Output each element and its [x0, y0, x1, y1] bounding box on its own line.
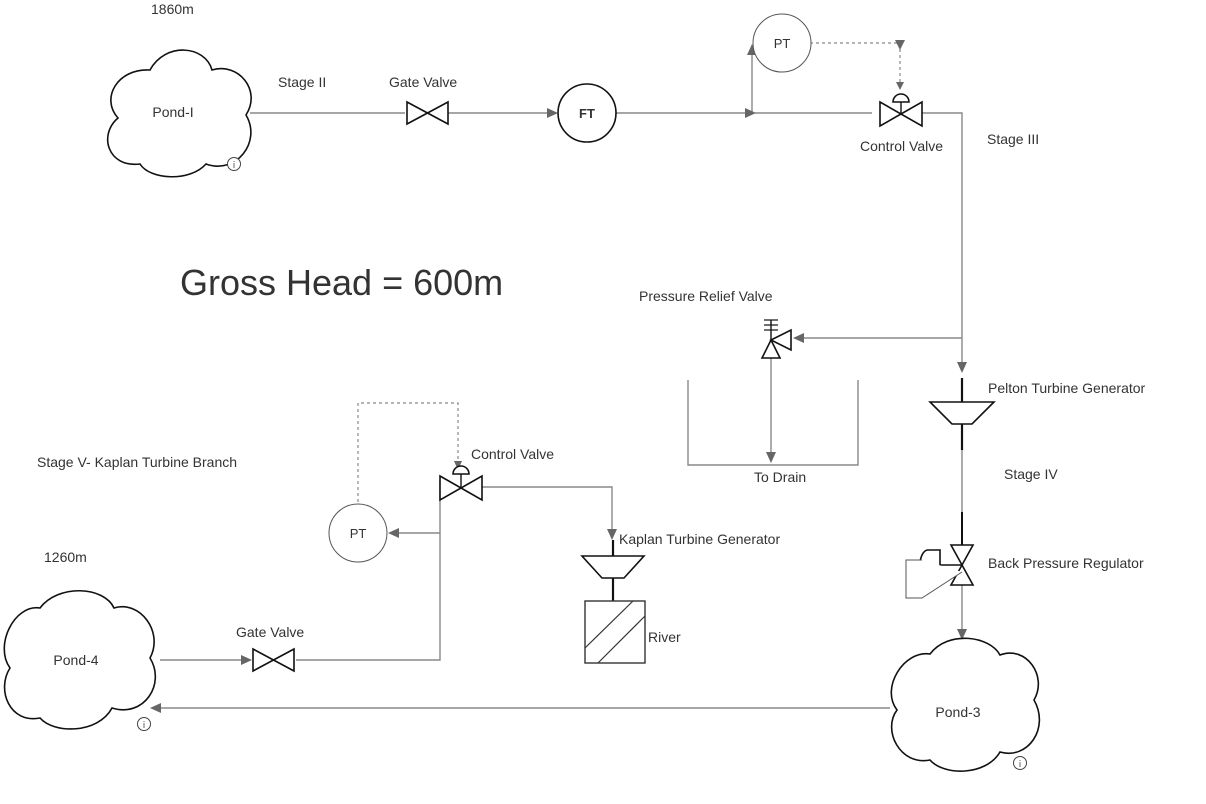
drain-tank — [687, 380, 859, 466]
stage-3-label: Stage III — [987, 131, 1039, 147]
pond-3[interactable]: Pond-3 — [890, 637, 1041, 772]
flow-transmitter[interactable]: FT — [557, 83, 617, 143]
arrow-head — [793, 333, 804, 343]
pond-3-label: Pond-3 — [935, 704, 980, 720]
pipe-controlvalve-kaplan — [482, 486, 613, 532]
arrow-head — [150, 703, 161, 713]
pipes — [160, 55, 963, 709]
river-label: River — [648, 629, 681, 645]
info-icon[interactable]: i — [137, 717, 151, 732]
pond-1-label: Pond-I — [152, 104, 193, 120]
pond-4-label: Pond-4 — [53, 652, 98, 668]
pressure-transmitter-left[interactable]: PT — [328, 503, 388, 563]
arrow-head — [607, 529, 617, 540]
back-pressure-regulator-label: Back Pressure Regulator — [988, 555, 1144, 571]
pipe-gate-controlvalve — [296, 480, 441, 661]
stage-5-label: Stage V- Kaplan Turbine Branch — [37, 454, 237, 470]
arrow-head — [547, 108, 558, 118]
elevation-lower: 1260m — [44, 549, 87, 565]
stage-2-label: Stage II — [278, 74, 326, 90]
kaplan-turbine-generator[interactable] — [580, 540, 646, 601]
pelton-label: Pelton Turbine Generator — [988, 380, 1146, 396]
gate-valve-top[interactable] — [406, 100, 449, 126]
gross-head-title: Gross Head = 600m — [180, 262, 503, 303]
gate-valve-bottom[interactable] — [252, 647, 295, 673]
to-drain-label: To Drain — [754, 469, 806, 485]
arrow-head — [241, 655, 252, 665]
gate-valve-top-label: Gate Valve — [389, 74, 457, 90]
arrow-head — [388, 528, 399, 538]
kaplan-label: Kaplan Turbine Generator — [619, 531, 780, 547]
elevation-upper: 1860m — [151, 1, 194, 17]
ft-label: FT — [579, 106, 595, 121]
pressure-relief-valve[interactable] — [760, 319, 792, 359]
signal-pt-kaplan-valve — [357, 402, 459, 508]
back-pressure-regulator[interactable] — [905, 512, 975, 599]
pt-top-label: PT — [774, 36, 791, 51]
gate-valve-bottom-label: Gate Valve — [236, 624, 304, 640]
control-valve-kaplan-label: Control Valve — [471, 446, 554, 462]
control-valve-top[interactable] — [879, 93, 923, 128]
signal-pt-controlvalve — [810, 42, 901, 90]
pond-1[interactable]: Pond-I — [107, 49, 252, 178]
arrow-head — [895, 40, 905, 50]
svg-text:i: i — [143, 721, 146, 731]
arrow-heads — [150, 40, 967, 713]
arrow-head — [957, 362, 967, 373]
svg-text:i: i — [1019, 760, 1022, 770]
svg-text:i: i — [233, 161, 236, 171]
relief-valve-label: Pressure Relief Valve — [639, 288, 773, 304]
arrow-head — [957, 629, 967, 640]
pt-left-label: PT — [350, 526, 367, 541]
info-icon[interactable]: i — [227, 157, 241, 172]
arrow-head — [896, 82, 904, 90]
arrow-head — [766, 452, 776, 463]
pelton-turbine-generator[interactable] — [928, 378, 996, 450]
arrow-head — [745, 108, 756, 118]
pressure-transmitter-top[interactable]: PT — [752, 13, 812, 73]
info-icon[interactable]: i — [1013, 756, 1027, 771]
pond-4[interactable]: Pond-4 — [3, 590, 156, 730]
river-box — [584, 600, 646, 664]
control-valve-kaplan[interactable] — [439, 465, 483, 502]
arrow-head — [454, 461, 462, 470]
control-valve-top-label: Control Valve — [860, 138, 943, 154]
pipe-controlvalve-pelton — [922, 112, 963, 363]
stage-4-label: Stage IV — [1004, 466, 1058, 482]
